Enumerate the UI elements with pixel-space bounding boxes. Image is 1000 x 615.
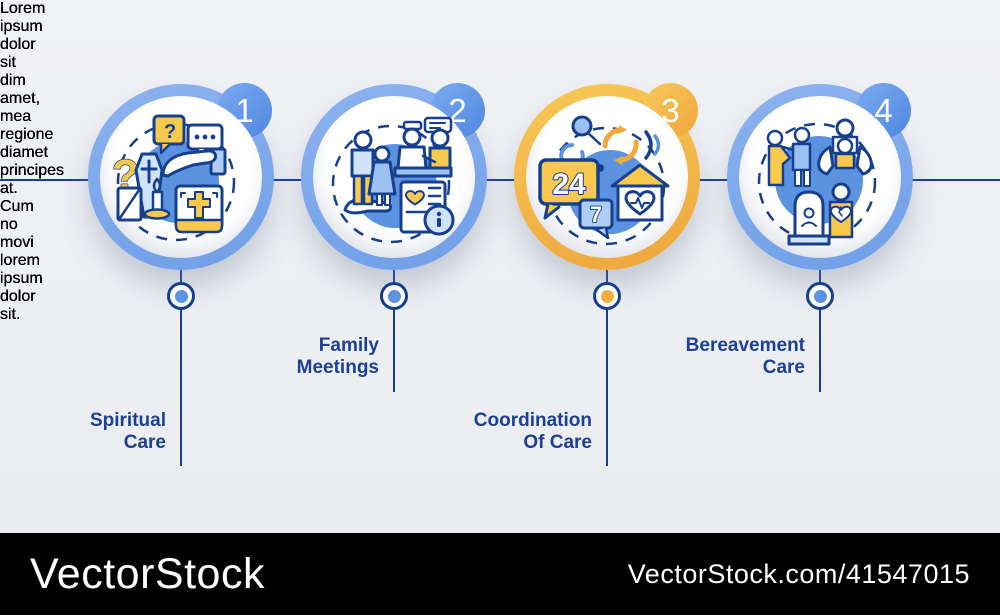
timeline-dot-fill [387, 289, 401, 303]
timeline-dot-fill [813, 289, 827, 303]
step-title-line: Care [762, 356, 805, 378]
step-title-line: Spiritual [89, 410, 166, 431]
step-number: 3 [661, 91, 680, 129]
step-title: Family Meetings [244, 335, 379, 378]
family-meetings-icon [331, 116, 455, 244]
step-title-line: Meetings [296, 356, 379, 378]
timeline-line [0, 179, 1000, 181]
step-title-line: Coordination [473, 410, 592, 431]
timeline-dot-fill [174, 289, 188, 303]
step-number: 1 [235, 91, 254, 129]
connector-line [606, 266, 608, 466]
step-title: Coordination Of Care [457, 410, 592, 453]
timeline-dot [593, 282, 621, 310]
step-title-line: Of Care [523, 431, 592, 453]
svg-text:24: 24 [552, 168, 586, 201]
timeline-dot [167, 282, 195, 310]
step-circle: 24 7 [526, 96, 688, 258]
connector-line [393, 266, 395, 392]
step-circle [739, 96, 901, 258]
watermark-bar: VectorStock VectorStock.com/41547015 [0, 533, 1000, 615]
watermark-brand: VectorStock [30, 549, 265, 598]
bereavement-care-icon [757, 118, 877, 246]
connector-line [180, 266, 182, 466]
connector-line [819, 266, 821, 392]
step-title-line: Bereavement [685, 335, 805, 356]
step-circle [313, 96, 475, 258]
coordination-of-care-icon: 24 7 [538, 115, 670, 246]
step-number: 4 [874, 91, 893, 129]
step-title: Spiritual Care [31, 410, 166, 453]
watermark-url: VectorStock.com/41547015 [627, 558, 970, 589]
svg-text:?: ? [164, 121, 176, 143]
spiritual-care-icon: ? ? [111, 114, 236, 242]
timeline-dot [806, 282, 834, 310]
step-circle: ? ? [100, 96, 262, 258]
step-title: Bereavement Care [670, 335, 805, 378]
timeline-dot-fill [600, 289, 614, 303]
step-number: 2 [448, 91, 467, 129]
svg-text:7: 7 [590, 202, 602, 227]
timeline-dot [380, 282, 408, 310]
step-title-line: Family [318, 335, 379, 356]
step-title-line: Care [123, 431, 166, 453]
